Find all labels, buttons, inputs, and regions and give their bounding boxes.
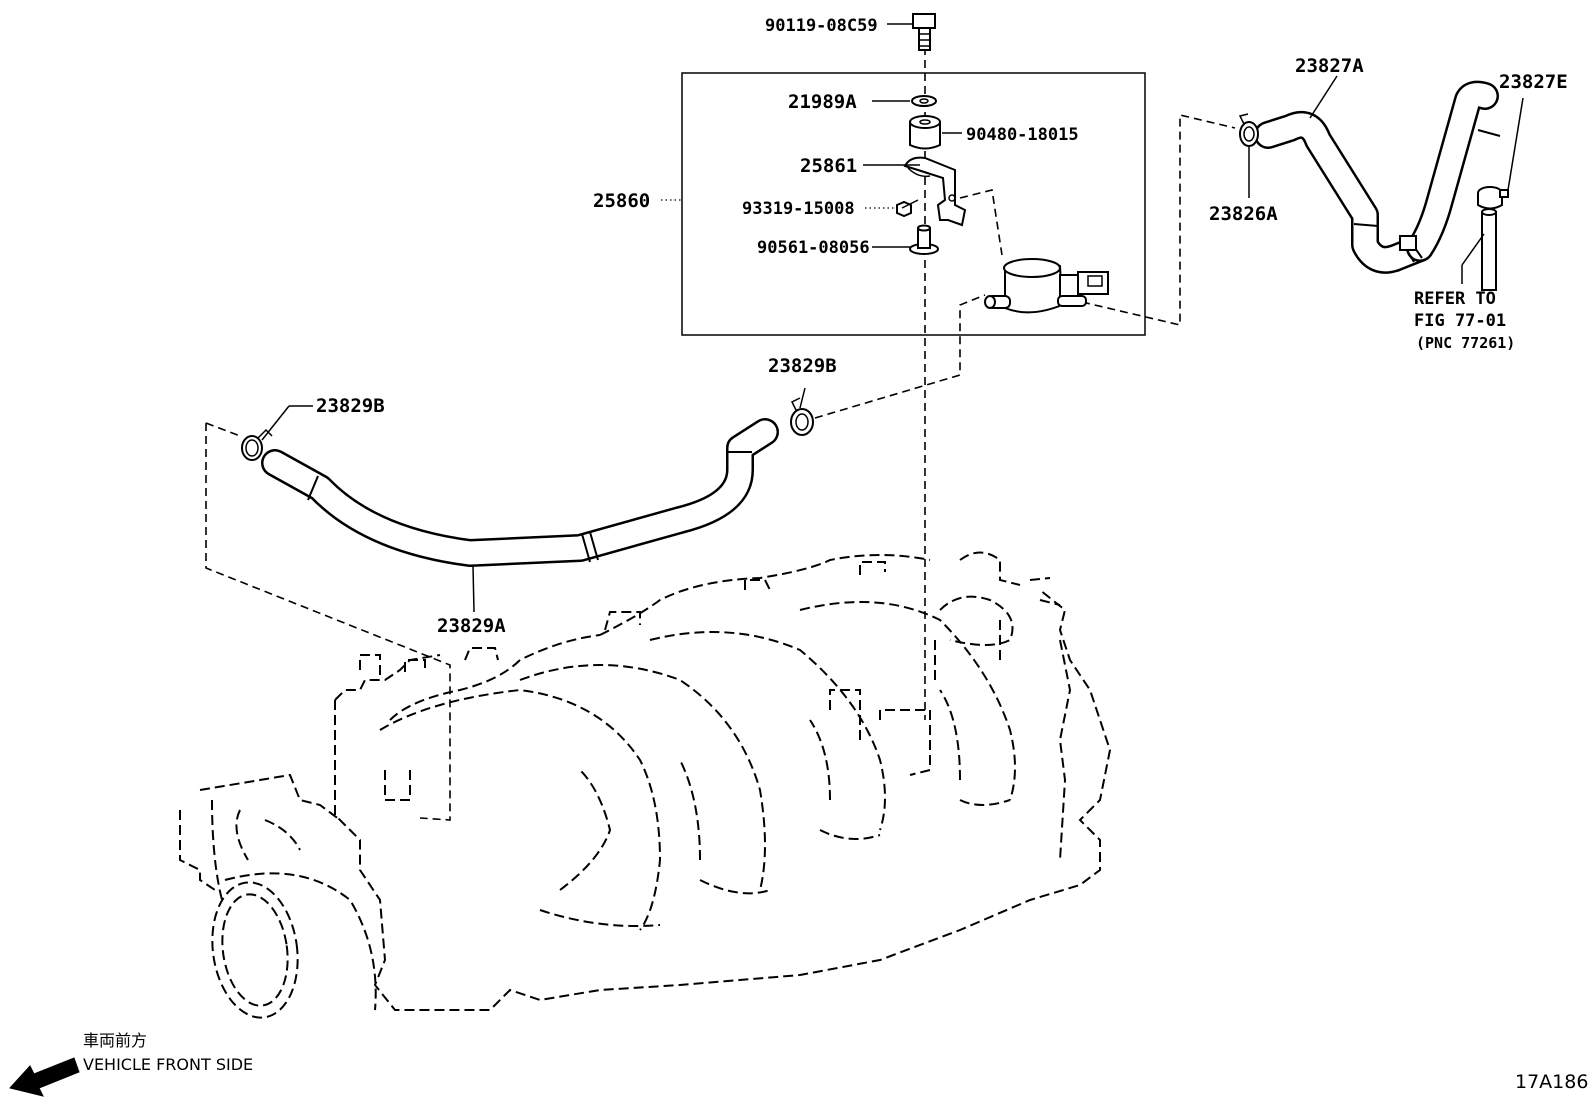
grommet-90480 bbox=[909, 115, 941, 150]
group-box-25860 bbox=[681, 72, 1146, 336]
label-90119-08C59: 90119-08C59 bbox=[765, 16, 878, 36]
label-90480-18015: 90480-18015 bbox=[966, 125, 1079, 145]
clamp-23827E bbox=[1477, 186, 1509, 210]
washer-21989A bbox=[911, 95, 937, 107]
refer-line-2: FIG 77-01 bbox=[1414, 311, 1506, 331]
label-25861: 25861 bbox=[800, 155, 857, 177]
intake-manifold bbox=[179, 551, 1112, 1019]
refer-line-1: REFER TO bbox=[1414, 289, 1496, 309]
bracket-25861 bbox=[903, 156, 967, 227]
label-25860: 25860 bbox=[593, 190, 650, 212]
nut-93319 bbox=[896, 199, 919, 218]
label-23829A: 23829A bbox=[437, 615, 506, 637]
orientation-jp: 車両前方 bbox=[83, 1031, 147, 1050]
guide-line-mid bbox=[814, 294, 986, 419]
label-23827A: 23827A bbox=[1295, 55, 1364, 77]
label-93319-15008: 93319-15008 bbox=[742, 199, 855, 219]
clamp-23829B-mid bbox=[790, 397, 814, 436]
vehicle-front-indicator: 車両前方 VEHICLE FRONT SIDE bbox=[9, 1031, 253, 1097]
guide-line-right bbox=[1081, 113, 1236, 327]
refer-line-3: (PNC 77261) bbox=[1416, 334, 1515, 352]
bolt-90119 bbox=[912, 13, 936, 51]
label-23826A: 23826A bbox=[1209, 203, 1278, 225]
guide-line-left bbox=[205, 423, 451, 821]
orientation-en: VEHICLE FRONT SIDE bbox=[83, 1055, 253, 1074]
figure-code: 17A186 bbox=[1515, 1071, 1588, 1093]
hose-ref-77261 bbox=[1481, 208, 1497, 291]
label-21989A: 21989A bbox=[788, 91, 857, 113]
hose-23827A bbox=[1254, 80, 1501, 274]
label-23827E: 23827E bbox=[1499, 71, 1568, 93]
vacuum-switching-valve bbox=[984, 258, 1109, 314]
clamp-23829B-left bbox=[241, 428, 273, 461]
hose-23829A bbox=[261, 418, 779, 567]
leader-lines bbox=[261, 23, 1524, 613]
clamp-23826A bbox=[1238, 113, 1259, 147]
label-90561-08056: 90561-08056 bbox=[757, 238, 870, 258]
label-23829B-mid: 23829B bbox=[768, 355, 837, 377]
collar-90561 bbox=[909, 224, 939, 255]
label-23829B-left: 23829B bbox=[316, 395, 385, 417]
arrow-left-icon bbox=[9, 1057, 80, 1097]
